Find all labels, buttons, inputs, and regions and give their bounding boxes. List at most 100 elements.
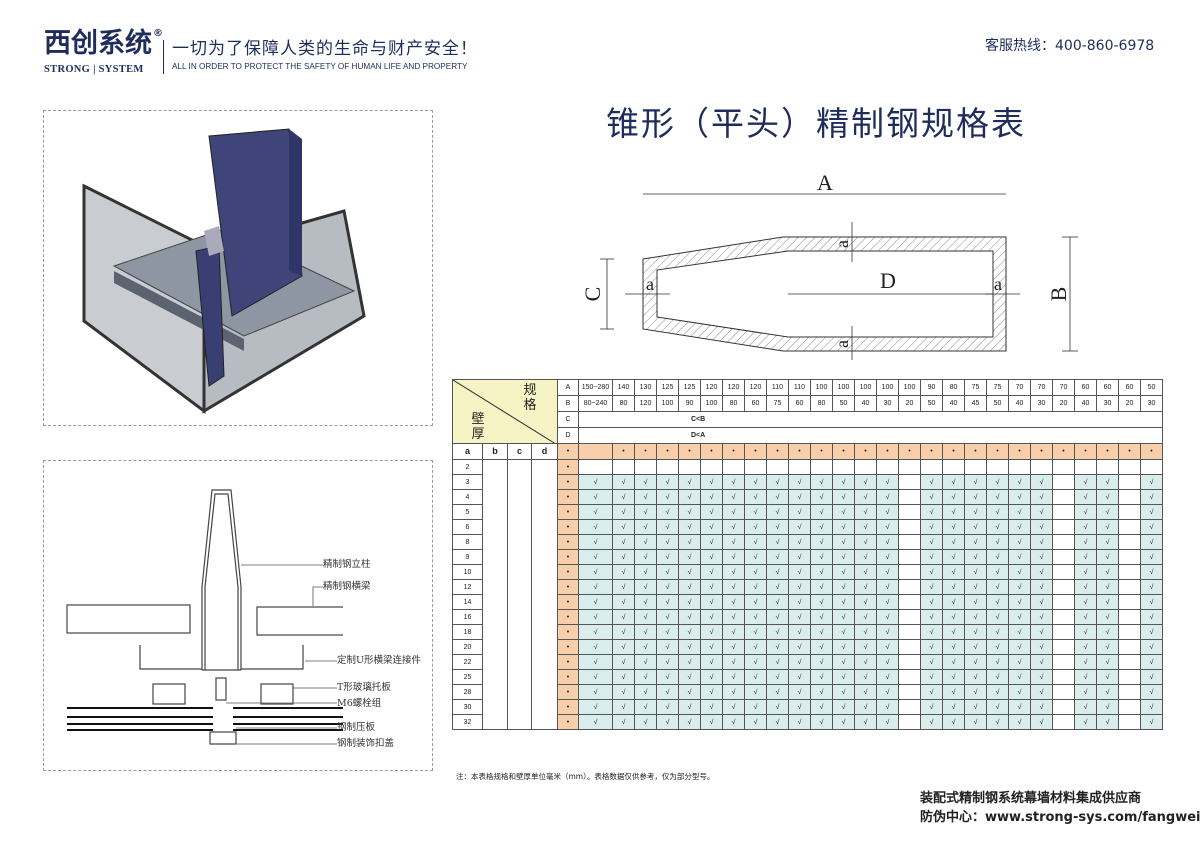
check-mark: √ xyxy=(1008,534,1031,550)
spec-A-value: 70 xyxy=(1008,379,1031,396)
check-mark: √ xyxy=(876,624,899,640)
check-mark: √ xyxy=(1074,549,1097,565)
check-mark: √ xyxy=(612,699,635,715)
table-row: 10•√√√√√√√√√√√√√√√√√√√√√√√ xyxy=(452,564,1163,580)
transom-left xyxy=(66,604,191,634)
spec-A-value: 100 xyxy=(832,379,855,396)
dim-label-a-left: a xyxy=(646,274,654,294)
check-mark: √ xyxy=(678,549,701,565)
spec-B-value: 50 xyxy=(832,395,855,412)
check-mark: √ xyxy=(788,474,811,490)
empty-cell xyxy=(898,549,921,565)
table-row: 14•√√√√√√√√√√√√√√√√√√√√√√√ xyxy=(452,594,1163,610)
table-row: 9•√√√√√√√√√√√√√√√√√√√√√√√ xyxy=(452,549,1163,565)
check-mark: √ xyxy=(854,624,877,640)
spec-B-value: 30 xyxy=(1030,395,1053,412)
check-mark: √ xyxy=(986,504,1009,520)
check-mark: √ xyxy=(832,504,855,520)
check-mark: √ xyxy=(1096,519,1119,535)
check-mark: √ xyxy=(766,684,789,700)
empty-cell xyxy=(1052,699,1075,715)
check-mark: √ xyxy=(1030,594,1053,610)
check-mark: √ xyxy=(788,489,811,505)
check-mark: √ xyxy=(788,579,811,595)
thickness-b-column xyxy=(482,459,508,730)
check-mark: √ xyxy=(578,549,613,565)
check-mark: √ xyxy=(722,549,745,565)
check-mark: √ xyxy=(810,549,833,565)
dot-marker: • xyxy=(557,474,579,490)
check-mark: √ xyxy=(1030,549,1053,565)
check-mark: √ xyxy=(700,519,723,535)
spec-A-value: 70 xyxy=(1030,379,1053,396)
check-mark: √ xyxy=(766,579,789,595)
thickness-a-value: 18 xyxy=(452,624,483,640)
label-mullion: 精制钢立柱 xyxy=(323,559,371,570)
dot-marker: • xyxy=(557,549,579,565)
dim-label-a-right: a xyxy=(994,274,1002,294)
thickness-a-value: 5 xyxy=(452,504,483,520)
check-mark: √ xyxy=(876,579,899,595)
empty-cell xyxy=(656,459,679,475)
empty-cell xyxy=(1118,654,1141,670)
table-row: 16•√√√√√√√√√√√√√√√√√√√√√√√ xyxy=(452,609,1163,625)
check-mark: √ xyxy=(964,714,987,730)
dot-marker: • xyxy=(634,443,657,460)
spec-A-value: 125 xyxy=(656,379,679,396)
check-mark: √ xyxy=(964,504,987,520)
check-mark: √ xyxy=(854,699,877,715)
spec-B-value: 75 xyxy=(766,395,789,412)
empty-cell xyxy=(1096,459,1119,475)
thickness-a-value: 4 xyxy=(452,489,483,505)
check-mark: √ xyxy=(1096,534,1119,550)
empty-cell xyxy=(898,684,921,700)
label-u-connector: 定制U形横梁连接件 xyxy=(337,655,422,666)
empty-cell xyxy=(1118,609,1141,625)
check-mark: √ xyxy=(578,519,613,535)
check-mark: √ xyxy=(876,609,899,625)
dot-marker: • xyxy=(678,443,701,460)
label-pressure-plate: 钢制压板 xyxy=(337,722,376,733)
check-mark: √ xyxy=(1008,669,1031,685)
empty-cell xyxy=(898,519,921,535)
check-mark: √ xyxy=(722,714,745,730)
table-row: 4•√√√√√√√√√√√√√√√√√√√√√√√ xyxy=(452,489,1163,505)
check-mark: √ xyxy=(986,714,1009,730)
check-mark: √ xyxy=(1074,684,1097,700)
check-mark: √ xyxy=(788,549,811,565)
spec-B-value: 60 xyxy=(788,395,811,412)
check-mark: √ xyxy=(920,549,943,565)
check-mark: √ xyxy=(634,609,657,625)
empty-cell xyxy=(1140,459,1163,475)
dot-marker: • xyxy=(898,443,921,460)
check-mark: √ xyxy=(876,654,899,670)
check-mark: √ xyxy=(634,474,657,490)
check-mark: √ xyxy=(700,714,723,730)
check-mark: √ xyxy=(942,519,965,535)
empty-cell xyxy=(766,459,789,475)
check-mark: √ xyxy=(1030,534,1053,550)
check-mark: √ xyxy=(612,489,635,505)
empty-cell xyxy=(898,594,921,610)
check-mark: √ xyxy=(578,564,613,580)
check-mark: √ xyxy=(1096,609,1119,625)
check-mark: √ xyxy=(1008,699,1031,715)
check-mark: √ xyxy=(854,594,877,610)
empty-cell xyxy=(1052,489,1075,505)
check-mark: √ xyxy=(832,624,855,640)
spec-B-value: 80 xyxy=(810,395,833,412)
check-mark: √ xyxy=(964,594,987,610)
check-mark: √ xyxy=(766,489,789,505)
check-mark: √ xyxy=(634,669,657,685)
check-mark: √ xyxy=(578,609,613,625)
check-mark: √ xyxy=(920,624,943,640)
label-bolt-group: M6螺栓组 xyxy=(337,698,382,709)
check-mark: √ xyxy=(678,489,701,505)
check-mark: √ xyxy=(1074,654,1097,670)
empty-cell xyxy=(898,714,921,730)
row-label-D: D xyxy=(557,427,579,444)
table-row: 3•√√√√√√√√√√√√√√√√√√√√√√√ xyxy=(452,474,1163,490)
check-mark: √ xyxy=(832,714,855,730)
empty-cell xyxy=(1118,474,1141,490)
